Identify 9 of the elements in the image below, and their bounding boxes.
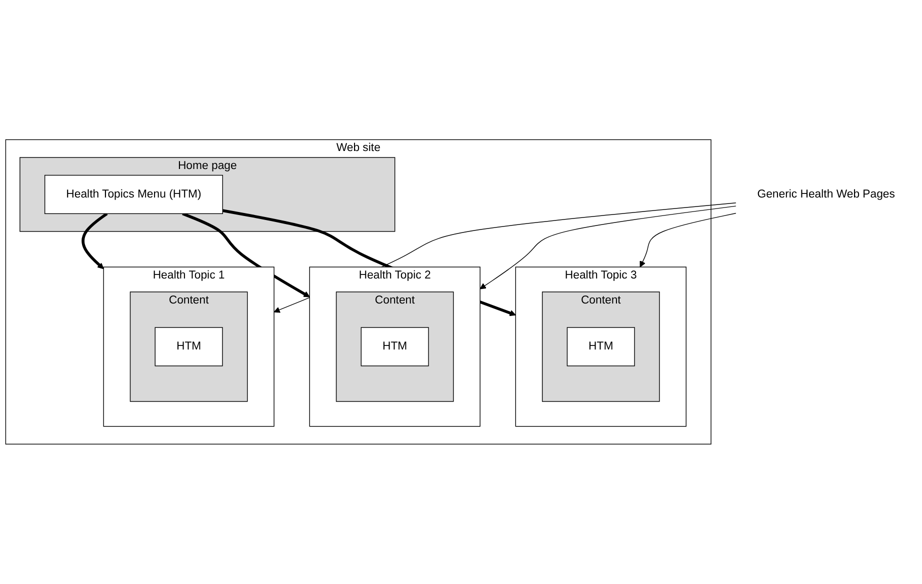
node-box: Health Topics Menu (HTM) (44, 174, 223, 214)
arrow (640, 213, 736, 268)
arrow (82, 212, 108, 270)
arrow (182, 212, 310, 298)
node-box: HTM (154, 327, 223, 366)
node-box: HTM (566, 327, 635, 366)
node-box: HTM (360, 327, 429, 366)
arrow (480, 206, 736, 290)
node-text: Generic Health Web Pages (757, 188, 895, 200)
